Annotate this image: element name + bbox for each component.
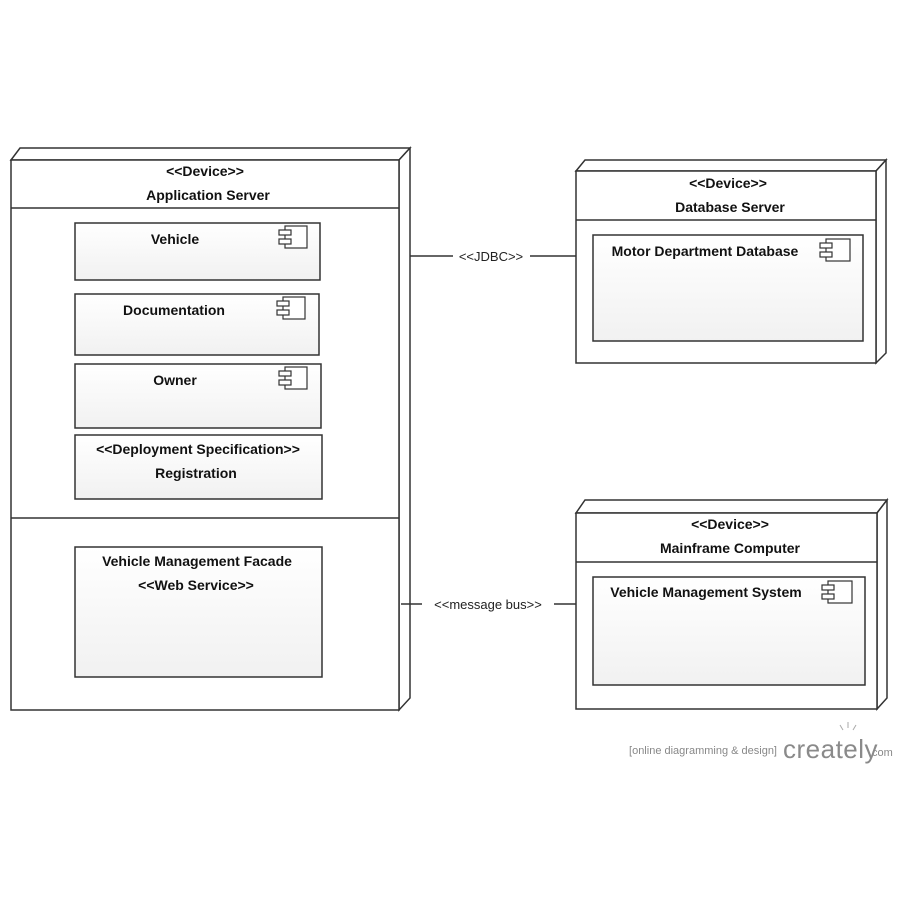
watermark-brand: creately (783, 734, 878, 764)
deployment-spec-stereotype: <<Deployment Specification>> (96, 441, 300, 457)
mainframe-stereotype: <<Device>> (691, 516, 769, 532)
connection-jdbc-label: <<JDBC>> (459, 249, 523, 264)
watermark-suffix: .com (869, 747, 893, 759)
app-server-stereotype: <<Device>> (166, 163, 244, 179)
creately-watermark: [online diagramming & design] creately .… (629, 722, 893, 764)
db-server-title: Database Server (675, 199, 785, 215)
watermark-tagline: [online diagramming & design] (629, 745, 777, 757)
component-documentation[interactable]: Documentation (74, 293, 320, 356)
component-icon (821, 580, 853, 604)
component-vehicle[interactable]: Vehicle (74, 222, 321, 281)
component-icon (276, 296, 306, 320)
app-server-title: Application Server (146, 187, 270, 203)
component-icon (819, 238, 851, 262)
component-owner[interactable]: Owner (74, 363, 322, 429)
connection-message-bus-label: <<message bus>> (434, 597, 542, 612)
connection-message-bus[interactable]: <<message bus>> (401, 597, 576, 612)
lightbulb-icon (839, 722, 857, 731)
component-owner-label: Owner (153, 372, 197, 388)
component-vehicle-management-system[interactable]: Vehicle Management System (592, 576, 866, 686)
vehicle-management-facade[interactable]: Vehicle Management Facade <<Web Service>… (74, 546, 323, 678)
component-icon (278, 366, 308, 390)
deployment-spec-registration[interactable]: <<Deployment Specification>> Registratio… (74, 434, 323, 500)
component-vehicle-label: Vehicle (151, 231, 199, 247)
component-icon (278, 225, 308, 249)
mainframe-title: Mainframe Computer (660, 540, 801, 556)
db-server-stereotype: <<Device>> (689, 175, 767, 191)
facade-stereotype: <<Web Service>> (138, 577, 254, 593)
component-motor-department-database[interactable]: Motor Department Database (592, 234, 864, 342)
component-motor-department-database-label: Motor Department Database (612, 243, 799, 259)
deployment-spec-name: Registration (155, 465, 237, 481)
connection-jdbc[interactable]: <<JDBC>> (410, 249, 576, 264)
component-documentation-label: Documentation (123, 302, 225, 318)
component-vehicle-management-system-label: Vehicle Management System (610, 584, 801, 600)
facade-name: Vehicle Management Facade (102, 553, 292, 569)
